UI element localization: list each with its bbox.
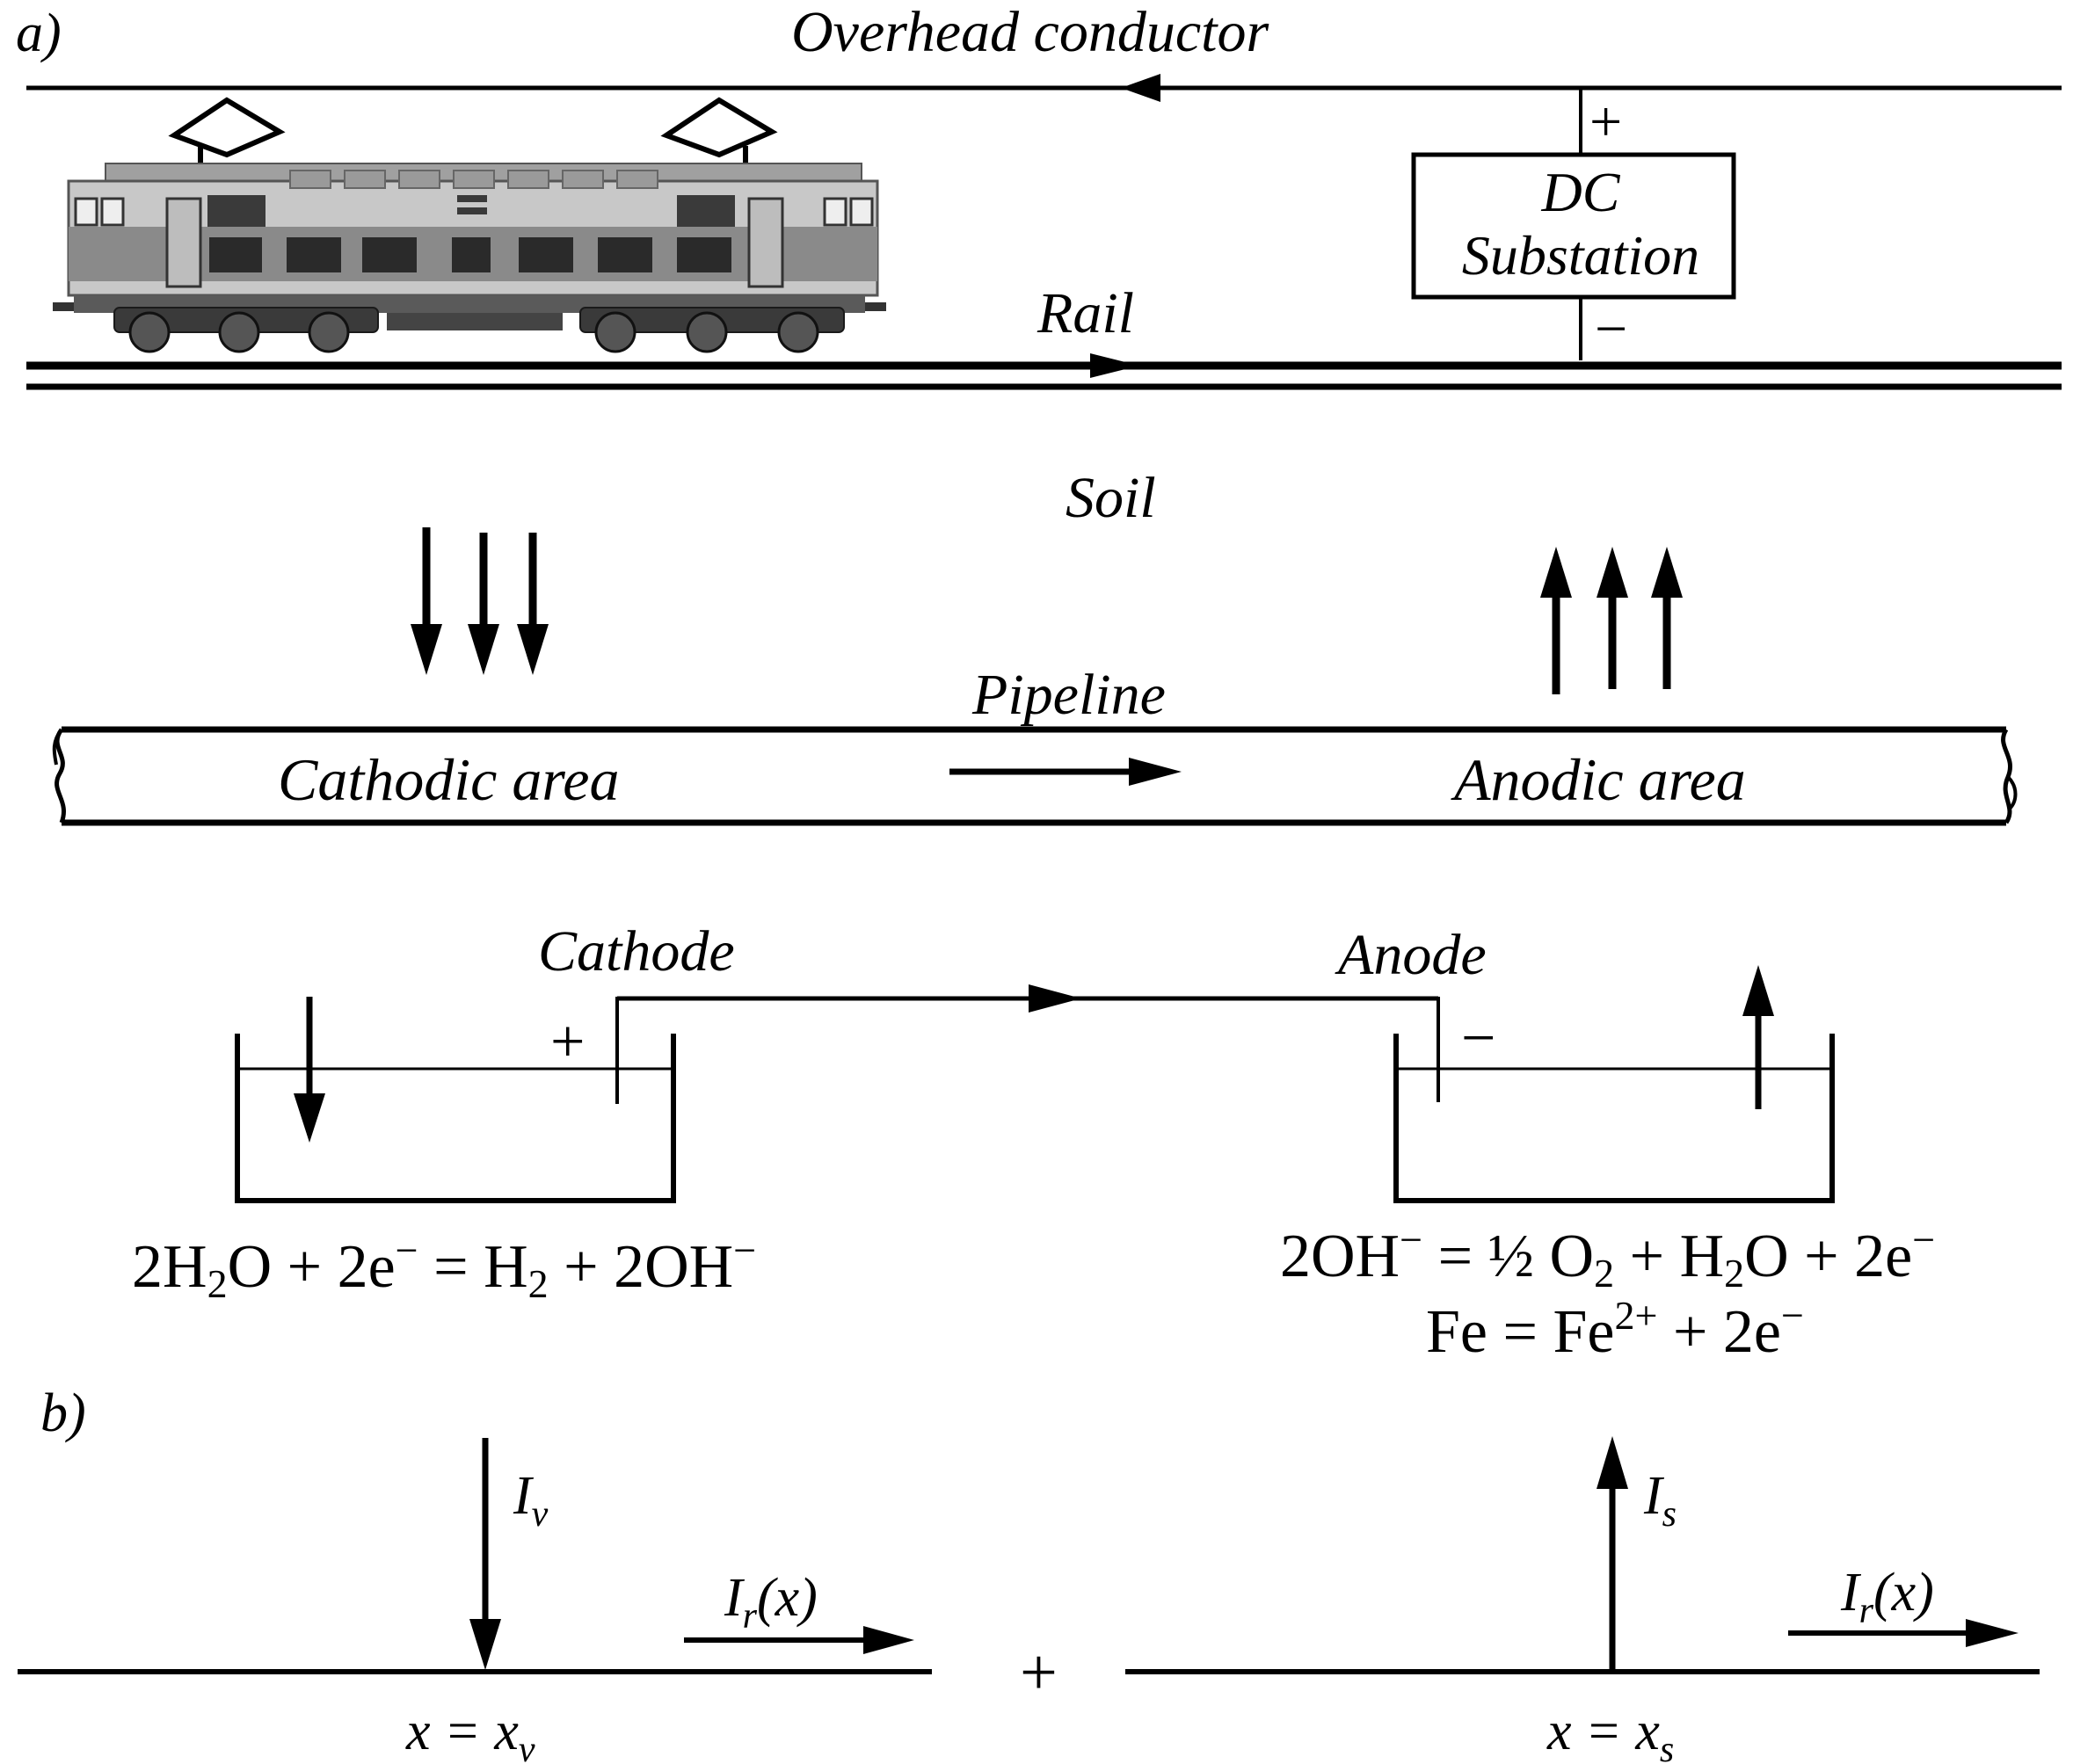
ir-right-arrow-head — [1966, 1619, 2018, 1647]
soil-label: Soil — [1066, 466, 1156, 530]
anode-cell — [1393, 965, 1835, 1203]
ir-right-label: Ir(x) — [1840, 1563, 1934, 1631]
ir-left-label: Ir(x) — [724, 1568, 818, 1637]
cathode-label: Cathode — [538, 919, 735, 984]
anodic-area-label: Anodic area — [1451, 746, 1746, 813]
cathode-reaction: 2H2O + 2e− = H2 + 2OH− — [132, 1228, 756, 1306]
panel-b-tag: b) — [40, 1383, 86, 1443]
anode-minus-sign: − — [1461, 1005, 1495, 1072]
locomotive-icon — [53, 97, 886, 353]
substation-label-substation: Substation — [1462, 224, 1699, 287]
pipeline-body — [52, 726, 2018, 826]
substation-label-dc: DC — [1541, 161, 1621, 223]
ir-left-arrow-head — [863, 1626, 914, 1654]
overhead-current-arrow — [1121, 74, 1160, 102]
cathode-cell — [235, 997, 676, 1203]
leakage-current-arrows-down — [411, 527, 549, 675]
dc-substation-box — [1411, 152, 1736, 300]
superposition-plus-sign: + — [1020, 1636, 1058, 1710]
overhead-conductor-label: Overhead conductor — [791, 0, 1269, 64]
rail-current-arrow — [1090, 353, 1139, 378]
panel-a-tag: a) — [16, 4, 62, 63]
return-current-arrows-up — [1540, 547, 1683, 694]
rail-label: Rail — [1036, 281, 1134, 345]
cathode-plus-sign: + — [550, 1008, 585, 1076]
substation-minus-sign: − — [1595, 297, 1627, 361]
substation-plus-sign: + — [1589, 90, 1622, 154]
anode-reaction-iron: Fe = Fe2+ + 2e− — [1426, 1293, 1804, 1366]
x-s-label: x = xs — [1546, 1702, 1674, 1764]
anode-label: Anode — [1335, 923, 1487, 987]
injection-current-label: Iv — [513, 1466, 549, 1535]
drainage-arrow-head — [1597, 1436, 1628, 1489]
cell-connecting-wire — [615, 984, 1440, 1104]
anode-reaction-oxygen: 2OH− = ½ O2 + H2O + 2e− — [1280, 1217, 1935, 1296]
pipeline-label: Pipeline — [971, 663, 1166, 727]
x-v-label: x = xv — [405, 1702, 535, 1764]
drainage-current-label: Is — [1643, 1466, 1677, 1535]
injection-arrow-head — [469, 1619, 501, 1670]
cathodic-area-label: Cathodic area — [278, 746, 619, 813]
pipeline-current-arrow — [1129, 758, 1182, 786]
